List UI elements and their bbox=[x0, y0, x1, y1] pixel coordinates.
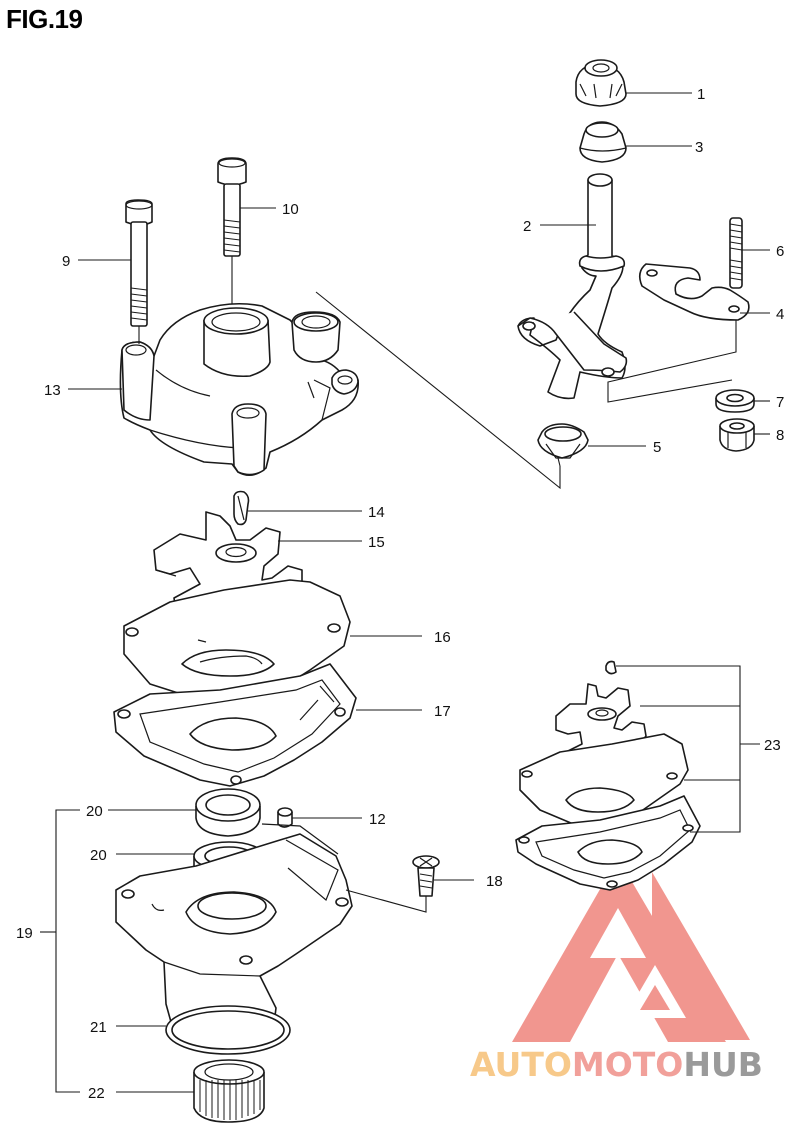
part-5-grommet bbox=[537, 423, 589, 459]
part-17-gasket bbox=[113, 663, 357, 787]
part-6-stud bbox=[729, 217, 743, 289]
leader-lines bbox=[40, 92, 770, 1093]
callout-17: 17 bbox=[434, 703, 451, 720]
part-18-screw bbox=[412, 855, 440, 897]
part-20-oil-seal-upper bbox=[195, 788, 261, 837]
callout-1: 1 bbox=[697, 86, 705, 103]
callout-9: 9 bbox=[62, 253, 70, 270]
callout-20-lower: 20 bbox=[90, 847, 107, 864]
part-14-key bbox=[233, 490, 250, 526]
part-10-bolt bbox=[217, 157, 247, 257]
watermark-moto: MOTO bbox=[572, 1045, 683, 1084]
callout-16: 16 bbox=[434, 629, 451, 646]
part-3-grommet bbox=[579, 121, 627, 163]
callout-7: 7 bbox=[776, 394, 784, 411]
callout-12: 12 bbox=[369, 811, 386, 828]
callout-18: 18 bbox=[486, 873, 503, 890]
callout-23: 23 bbox=[764, 737, 781, 754]
part-23-repair-kit bbox=[515, 660, 701, 891]
callout-10: 10 bbox=[282, 201, 299, 218]
callout-22: 22 bbox=[88, 1085, 105, 1102]
callout-14: 14 bbox=[368, 504, 385, 521]
callout-21: 21 bbox=[90, 1019, 107, 1036]
watermark-logo bbox=[512, 858, 750, 1042]
callout-13: 13 bbox=[44, 382, 61, 399]
watermark-triangle-right bbox=[652, 872, 750, 1040]
watermark-hub: HUB bbox=[683, 1045, 763, 1084]
figure-title: FIG.19 bbox=[6, 4, 83, 34]
callout-5: 5 bbox=[653, 439, 661, 456]
watermark-auto: AUTO bbox=[470, 1045, 572, 1084]
part-22-bushing bbox=[193, 1059, 265, 1123]
callout-2: 2 bbox=[523, 218, 531, 235]
callout-19: 19 bbox=[16, 925, 33, 942]
callout-4: 4 bbox=[776, 306, 784, 323]
watermark-text: AUTOMOTOHUB bbox=[470, 1045, 763, 1084]
part-16-plate bbox=[123, 579, 351, 709]
part-21-o-ring bbox=[165, 1005, 291, 1055]
part-1-nut bbox=[575, 59, 627, 107]
part-4-plate bbox=[638, 263, 750, 321]
part-2-water-tube bbox=[517, 173, 628, 400]
part-7-washer bbox=[715, 389, 755, 413]
part-9-bolt bbox=[125, 199, 153, 327]
callout-20-upper: 20 bbox=[86, 803, 103, 820]
part-13-pump-case bbox=[119, 302, 359, 476]
callout-6: 6 bbox=[776, 243, 784, 260]
callout-3: 3 bbox=[695, 139, 703, 156]
part-19-lower-case bbox=[115, 823, 353, 1051]
callout-15: 15 bbox=[368, 534, 385, 551]
part-12-pin bbox=[277, 807, 293, 828]
part-8-nut bbox=[719, 418, 755, 452]
callout-8: 8 bbox=[776, 427, 784, 444]
callout-labels: 1 2 3 4 5 6 7 8 9 10 12 13 14 15 16 17 1… bbox=[16, 86, 784, 1102]
